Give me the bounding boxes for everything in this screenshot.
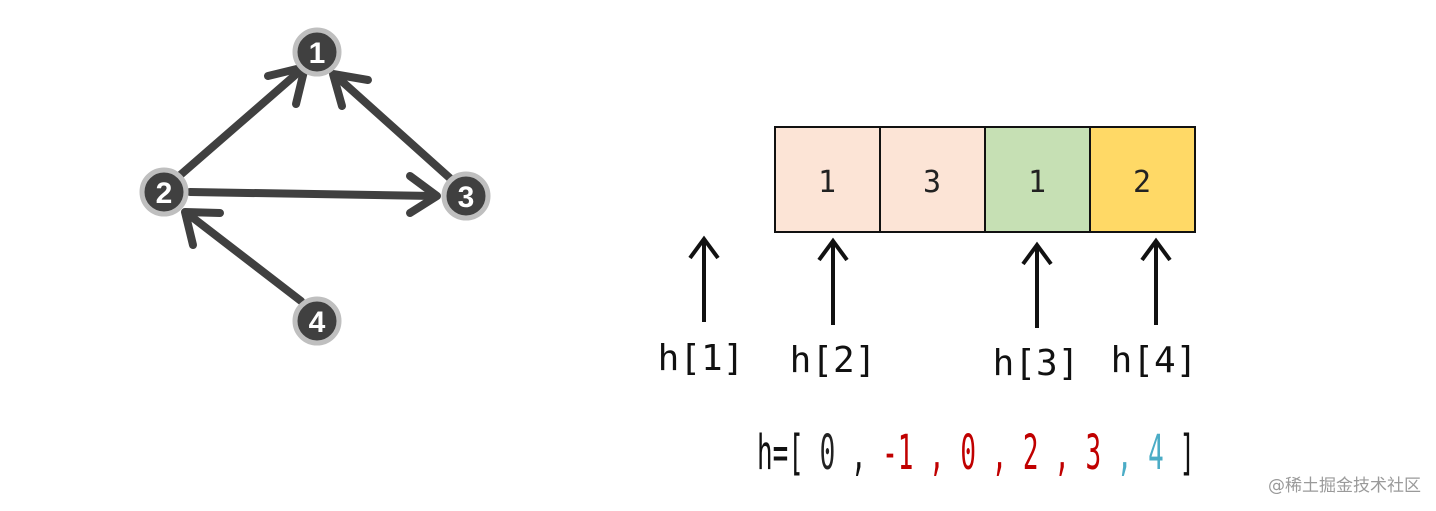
edge-array-cell-2 [879, 126, 986, 233]
edge-2-to-3-arrowhead [406, 172, 441, 217]
h-array-sep-3: , [992, 425, 1008, 481]
head-pointer-1-arrowhead [688, 235, 720, 260]
head-pointer-4: h[4] [1111, 237, 1198, 381]
head-label-2: h[2] [790, 340, 877, 381]
edge-3-to-1 [332, 72, 456, 184]
head-label-1: h[1] [658, 338, 745, 379]
graph-node-2-label: 2 [156, 177, 173, 210]
h-array-suffix: ] [1179, 425, 1195, 481]
edge-array-cell-4-value: 2 [1133, 165, 1151, 200]
h-array-value-4: 2 [1023, 425, 1039, 481]
h-array-sep-2: , [929, 425, 945, 481]
graph-node-2: 2 [139, 167, 189, 217]
head-label-4: h[4] [1111, 340, 1198, 381]
h-array-prefix: h=[ [757, 425, 804, 481]
h-array-value-6: 4 [1148, 425, 1164, 481]
head-pointer-1: h[1] [658, 235, 745, 379]
edge-array-cell-3 [984, 126, 1091, 233]
watermark: @稀土掘金技术社区 [1268, 476, 1421, 496]
head-pointer-2-arrowhead [817, 237, 849, 262]
head-label-3: h[3] [993, 343, 1080, 384]
h-array-sep-4: , [1054, 425, 1070, 481]
edge-4-to-2-arrowhead [181, 208, 224, 249]
graph-node-3-label: 3 [458, 181, 475, 214]
graph-node-4-label: 4 [309, 306, 326, 339]
edge-array: 1 3 1 2 [774, 126, 1196, 233]
edge-array-cell-1 [774, 126, 881, 233]
edge-2-to-1 [174, 66, 305, 181]
h-array-sep-1: , [851, 425, 867, 481]
graph-node-3: 3 [441, 171, 491, 221]
graph-node-4: 4 [292, 296, 342, 346]
head-pointer-3: h[3] [993, 241, 1080, 384]
h-array-value-5: 3 [1085, 425, 1101, 481]
head-pointer-3-arrowhead [1021, 241, 1053, 266]
h-array-value-1: 0 [820, 425, 836, 481]
h-array-value-3: 0 [960, 425, 976, 481]
h-array-expression: h=[ 0 , -1 , 0 , 2 , 3 , 4 ] [757, 425, 1195, 481]
edge-array-cell-1-value: 1 [818, 165, 836, 200]
edge-2-to-3 [186, 188, 438, 200]
edge-4-to-2 [184, 210, 305, 305]
graph-node-1: 1 [292, 27, 342, 77]
edge-array-cell-4 [1089, 126, 1196, 233]
h-array-value-2: -1 [882, 425, 913, 481]
graph-node-1-label: 1 [309, 37, 326, 70]
edge-3-to-1-arrowhead [329, 70, 372, 110]
head-pointer-2: h[2] [790, 237, 877, 381]
head-pointer-4-arrowhead [1140, 237, 1172, 262]
graph-edges [174, 63, 456, 305]
edge-array-cell-3-value: 1 [1028, 165, 1046, 200]
h-array-sep-5: , [1117, 425, 1133, 481]
edge-array-cell-2-value: 3 [923, 165, 941, 200]
head-pointers: h[1] h[2] h[3] h[4] [658, 235, 1198, 384]
